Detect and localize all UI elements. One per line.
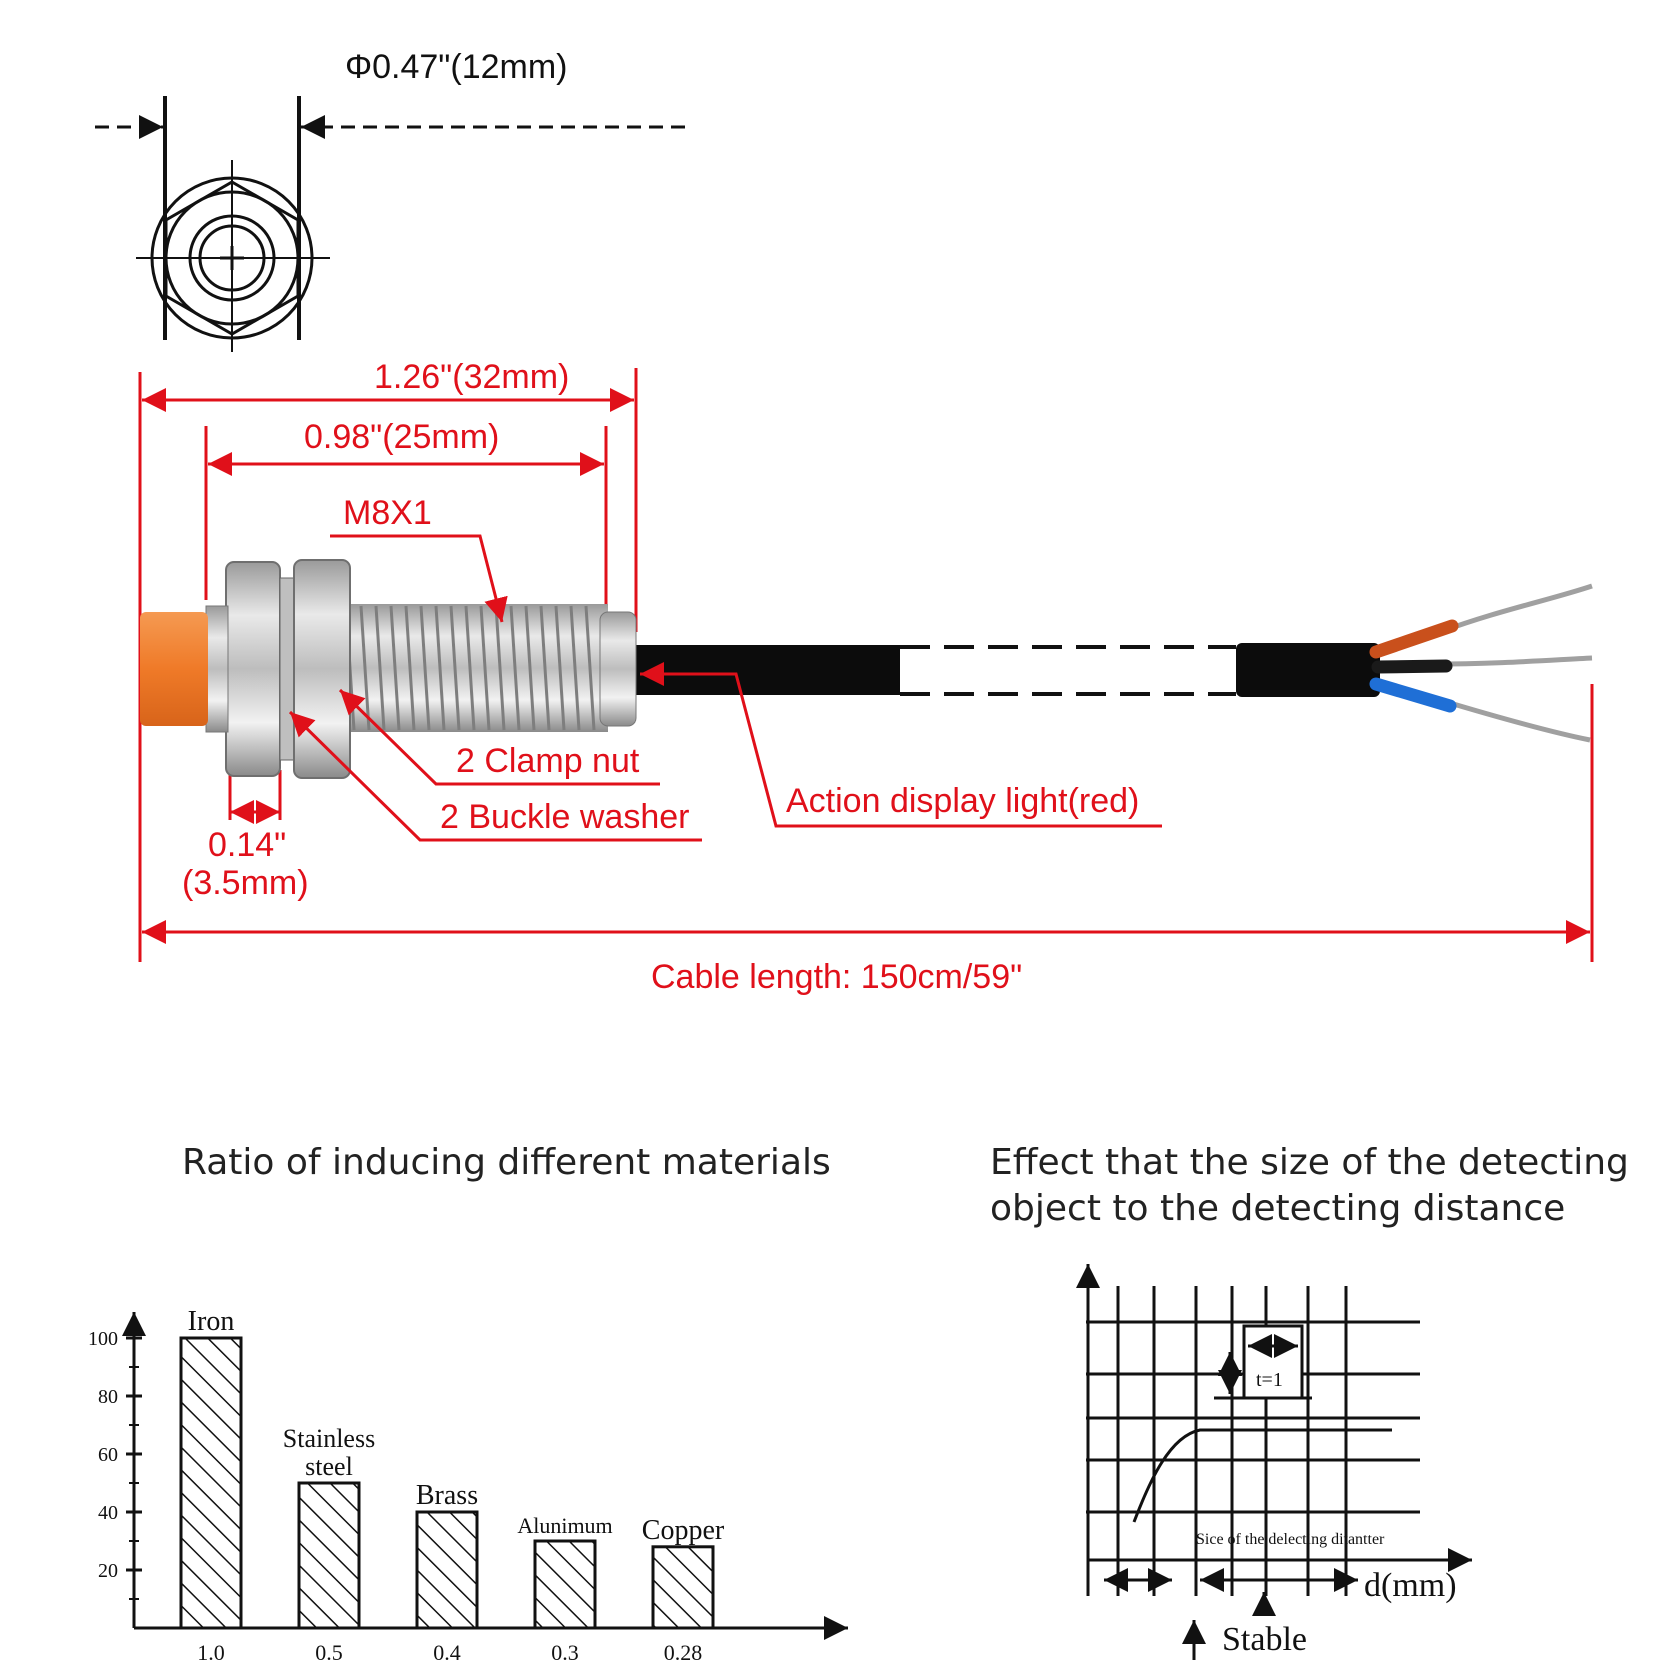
y-tick-label: 20 — [98, 1560, 118, 1582]
material-bar — [415, 1510, 479, 1630]
wire-brown — [1369, 619, 1459, 659]
materials-chart: Ratio of inducing different materials 10… — [88, 1142, 848, 1665]
cable-end — [1236, 643, 1380, 697]
bar-category-label: Stainless — [283, 1424, 375, 1453]
thread-leader — [330, 534, 508, 623]
thread-ridge — [419, 605, 431, 731]
distance-curve — [1132, 1428, 1392, 1523]
indicator-label: Action display light(red) — [786, 782, 1139, 820]
buckle-washer — [279, 577, 295, 761]
sensor-body — [140, 559, 1593, 779]
callouts: M8X1 2 Clamp nut 2 Buckle washer Action … — [288, 494, 1162, 842]
distance-chart-title-line1: Effect that the size of the detecting — [990, 1142, 1629, 1183]
thread-ridge — [479, 605, 491, 731]
bar-category-label: Copper — [642, 1515, 725, 1546]
bar-category-label: Iron — [188, 1306, 235, 1337]
bar-ratio-label: 1.0 — [197, 1640, 225, 1665]
thread-ridge — [404, 605, 416, 731]
material-bar — [533, 1539, 597, 1630]
wire-black-strand — [1429, 655, 1593, 667]
front-collar — [205, 605, 229, 733]
bar-ratio-label: 0.5 — [315, 1640, 343, 1665]
bar-category-label: steel — [305, 1452, 353, 1481]
stable-label: Stable — [1222, 1621, 1307, 1658]
thread-label: M8X1 — [343, 494, 432, 532]
thread-ridge — [434, 605, 446, 731]
bar-ratio-label: 0.4 — [433, 1640, 461, 1665]
side-view-dimensions: 1.26"(32mm) 0.98"(25mm) Cable length: 15… — [138, 358, 1594, 996]
thread-ridge — [569, 605, 581, 731]
distance-chart: Effect that the size of the detecting ob… — [990, 1142, 1629, 1660]
wire-blue-strand — [1439, 697, 1591, 743]
thread-ridge — [449, 605, 461, 731]
thread-ridge — [554, 605, 566, 731]
sensor-cable — [636, 645, 900, 695]
thread-ridge — [374, 605, 386, 731]
bar-category-label: Alunimum — [517, 1513, 612, 1538]
curve-label: Sice of the delecting ditantter — [1196, 1531, 1385, 1548]
total-length-label: 1.26"(32mm) — [374, 358, 569, 396]
clamp-nut-left — [225, 561, 281, 777]
thread-ridge — [509, 605, 521, 731]
thread-ridge — [464, 605, 476, 731]
materials-chart-title: Ratio of inducing different materials — [182, 1142, 831, 1183]
buckle-washer-label: 2 Buckle washer — [440, 798, 689, 836]
bar-category-label: Brass — [416, 1480, 478, 1511]
wire-blue — [1369, 677, 1457, 713]
distance-chart-title-line2: object to the detecting distance — [990, 1188, 1565, 1229]
material-bar — [297, 1481, 361, 1630]
wire-brown-strand — [1439, 583, 1593, 635]
y-tick-label: 100 — [88, 1328, 118, 1350]
wire-black — [1371, 659, 1453, 674]
t-label: t=1 — [1256, 1369, 1283, 1391]
gap-label-mm: (3.5mm) — [182, 864, 309, 902]
buckle-washer-leader — [288, 710, 702, 842]
y-tick-label: 80 — [98, 1386, 118, 1408]
clamp-nut-leader — [338, 688, 660, 786]
indicator-leader — [640, 662, 1162, 828]
bar-ratio-label: 0.3 — [551, 1640, 579, 1665]
y-tick-label: 60 — [98, 1444, 118, 1466]
top-view: Φ0.47"(12mm) — [95, 48, 685, 352]
gap-label-inches: 0.14" — [208, 826, 286, 864]
material-bar — [651, 1545, 715, 1630]
sensor-face-cap — [140, 612, 208, 726]
y-tick-label: 40 — [98, 1502, 118, 1524]
diameter-label: Φ0.47"(12mm) — [345, 48, 567, 86]
x-axis-label: d(mm) — [1364, 1567, 1457, 1604]
thread-ridge — [389, 605, 401, 731]
thread-ridge — [539, 605, 551, 731]
thread-length-label: 0.98"(25mm) — [304, 418, 499, 456]
material-bar — [179, 1336, 243, 1630]
thread-ridge — [524, 605, 536, 731]
bar-ratio-label: 0.28 — [664, 1640, 703, 1665]
clamp-nut-label: 2 Clamp nut — [456, 742, 640, 780]
thread-ridge — [359, 605, 371, 731]
thread-ridge — [494, 605, 506, 731]
cable-length-label: Cable length: 150cm/59" — [651, 958, 1022, 996]
thread-end-collar — [599, 611, 637, 727]
thread-ridge — [584, 605, 596, 731]
